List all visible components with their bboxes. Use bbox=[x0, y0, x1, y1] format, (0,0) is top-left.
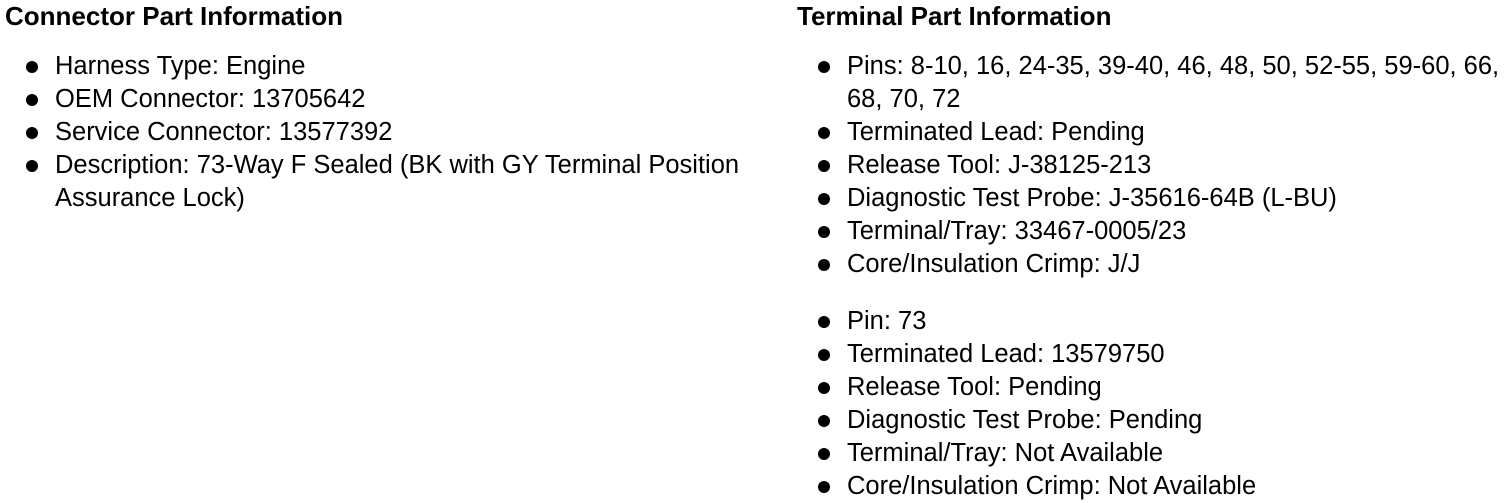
list-item: Terminated Lead: 13579750 bbox=[797, 338, 1504, 371]
list-item: Core/Insulation Crimp: Not Available bbox=[797, 470, 1504, 503]
list-item: Pin: 73 bbox=[797, 305, 1504, 338]
list-item: Diagnostic Test Probe: Pending bbox=[797, 404, 1504, 437]
bullet-icon bbox=[818, 127, 830, 139]
list-item: Core/Insulation Crimp: J/J bbox=[797, 248, 1504, 281]
bullet-icon bbox=[818, 259, 830, 271]
list-item: Release Tool: J-38125-213 bbox=[797, 149, 1504, 182]
connector-part-list: Harness Type: Engine OEM Connector: 1370… bbox=[5, 50, 765, 215]
bullet-icon bbox=[818, 61, 830, 73]
list-item-text: Terminated Lead: 13579750 bbox=[847, 340, 1165, 368]
list-item-text: Diagnostic Test Probe: Pending bbox=[847, 406, 1203, 434]
list-item-text: Terminal/Tray: Not Available bbox=[847, 439, 1164, 467]
connector-part-heading: Connector Part Information bbox=[5, 1, 344, 31]
list-item: Pins: 8-10, 16, 24-35, 39-40, 46, 48, 50… bbox=[797, 50, 1504, 116]
list-item: Diagnostic Test Probe: J-35616-64B (L-BU… bbox=[797, 182, 1504, 215]
list-item-text: Terminal/Tray: 33467-0005/23 bbox=[847, 217, 1187, 245]
list-item: Service Connector: 13577392 bbox=[5, 116, 765, 149]
list-item-text: OEM Connector: 13705642 bbox=[55, 85, 366, 113]
bullet-icon bbox=[818, 481, 830, 493]
terminal-part-list-group-2: Pin: 73 Terminated Lead: 13579750 Releas… bbox=[797, 305, 1504, 503]
list-item-text: Harness Type: Engine bbox=[55, 52, 306, 80]
bullet-icon bbox=[818, 448, 830, 460]
terminal-part-heading: Terminal Part Information bbox=[797, 1, 1112, 31]
list-item-text: Terminated Lead: Pending bbox=[847, 118, 1145, 146]
bullet-icon bbox=[818, 382, 830, 394]
list-item-text: Release Tool: J-38125-213 bbox=[847, 151, 1152, 179]
list-item: Harness Type: Engine bbox=[5, 50, 765, 83]
bullet-icon bbox=[26, 61, 38, 73]
bullet-icon bbox=[26, 160, 38, 172]
bullet-icon bbox=[818, 193, 830, 205]
connector-part-section: Connector Part Information Harness Type:… bbox=[5, 0, 765, 215]
list-item: Terminal/Tray: 33467-0005/23 bbox=[797, 215, 1504, 248]
bullet-icon bbox=[26, 127, 38, 139]
list-item: Release Tool: Pending bbox=[797, 371, 1504, 404]
list-item-text: Core/Insulation Crimp: J/J bbox=[847, 250, 1141, 278]
list-item-text: Service Connector: 13577392 bbox=[55, 118, 393, 146]
list-item-text: Core/Insulation Crimp: Not Available bbox=[847, 472, 1257, 500]
list-item-text: Description: 73-Way F Sealed (BK with GY… bbox=[55, 151, 740, 212]
bullet-icon bbox=[818, 415, 830, 427]
bullet-icon bbox=[818, 226, 830, 238]
list-item: Description: 73-Way F Sealed (BK with GY… bbox=[5, 149, 765, 215]
terminal-part-section: Terminal Part Information Pins: 8-10, 16… bbox=[797, 0, 1504, 503]
list-item-text: Pin: 73 bbox=[847, 307, 927, 335]
list-item: Terminal/Tray: Not Available bbox=[797, 437, 1504, 470]
bullet-icon bbox=[818, 349, 830, 361]
bullet-icon bbox=[818, 160, 830, 172]
terminal-part-list-group-1: Pins: 8-10, 16, 24-35, 39-40, 46, 48, 50… bbox=[797, 50, 1504, 281]
list-item: Terminated Lead: Pending bbox=[797, 116, 1504, 149]
list-item-text: Pins: 8-10, 16, 24-35, 39-40, 46, 48, 50… bbox=[847, 52, 1500, 113]
list-item-text: Diagnostic Test Probe: J-35616-64B (L-BU… bbox=[847, 184, 1337, 212]
bullet-icon bbox=[818, 316, 830, 328]
list-item: OEM Connector: 13705642 bbox=[5, 83, 765, 116]
bullet-icon bbox=[26, 94, 38, 106]
list-item-text: Release Tool: Pending bbox=[847, 373, 1102, 401]
